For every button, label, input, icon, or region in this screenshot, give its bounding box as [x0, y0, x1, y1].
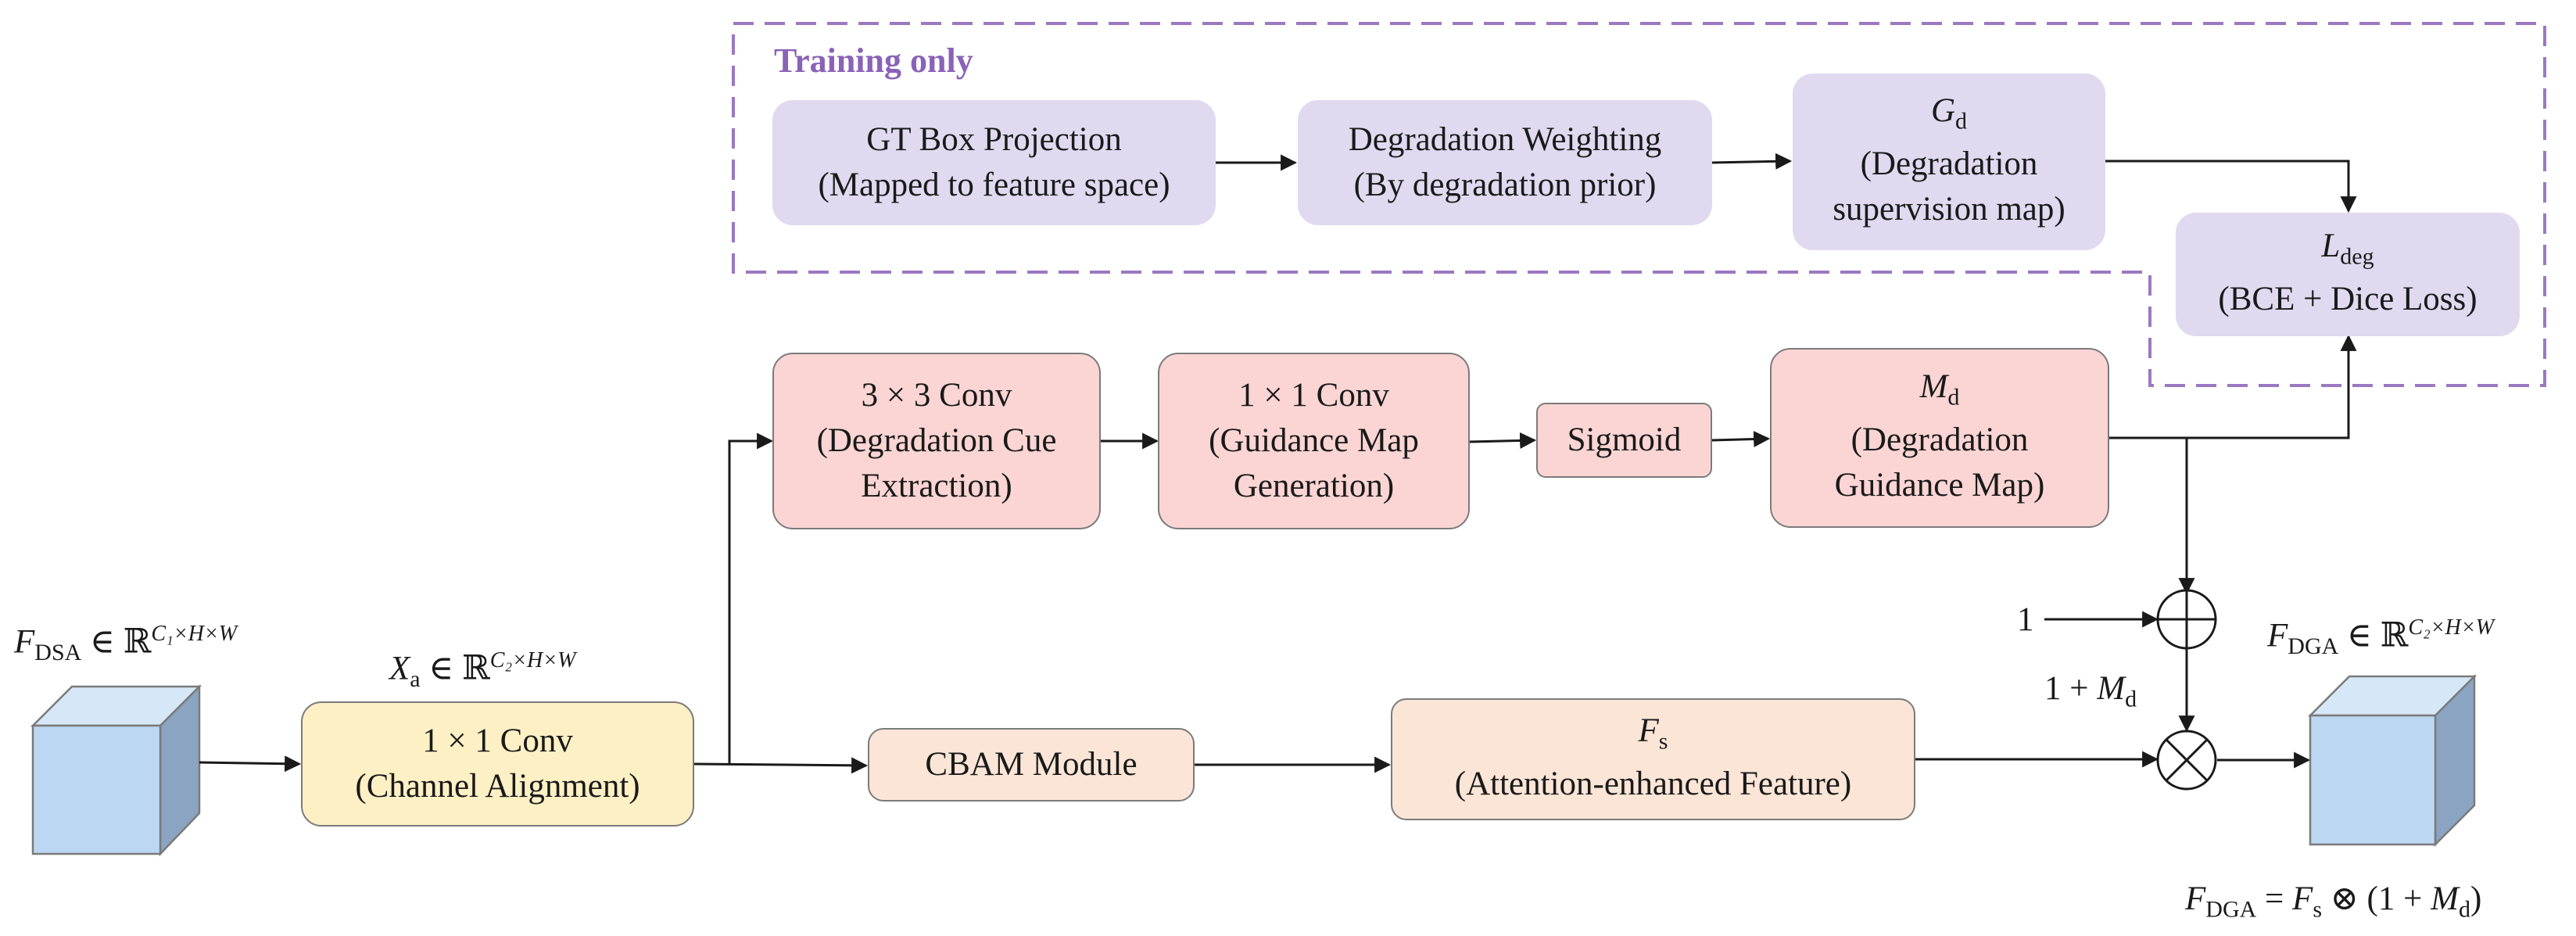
gd-line3: supervision map): [1833, 190, 2065, 228]
edge-input-to-align: [199, 755, 302, 773]
conv1-guid-line3: Generation): [1233, 468, 1395, 504]
md-guidance-map-node: Md (Degradation Guidance Map): [1770, 348, 2109, 528]
align-line1: 1 × 1 Conv: [422, 723, 573, 759]
one-plus-md-label: 1 + Md: [2044, 670, 2137, 712]
deg-weight-line1: Degradation Weighting: [1348, 121, 1662, 158]
deg-weight-line2: (By degradation prior): [1353, 167, 1657, 203]
fdga-dim-label: FDGA ∈ ℝC₂×H×W: [2267, 615, 2495, 659]
edge-weight-to-gd: [1711, 152, 1793, 170]
fdsa-label: FDSA ∈ ℝC₁×H×W: [14, 622, 238, 665]
md-line2: (Degradation: [1850, 421, 2029, 458]
md-line3: Guidance Map): [1834, 466, 2045, 504]
gt-box-line1: GT Box Projection: [866, 121, 1122, 158]
edge-sigmoid-to-md: [1711, 431, 1771, 448]
conv3x3-node: 3 × 3 Conv (Degradation Cue Extraction): [772, 353, 1101, 529]
align-line2: (Channel Alignment): [355, 768, 640, 805]
conv3-line2: (Degradation Cue: [816, 422, 1057, 459]
training-region-border: [732, 22, 2546, 387]
gt-box-projection-node: GT Box Projection (Mapped to feature spa…: [772, 100, 1216, 225]
xa-label: Xa ∈ ℝC₂×H×W: [389, 648, 576, 692]
conv1-guid-line2: (Guidance Map: [1209, 422, 1419, 459]
conv1x1-guidance-node: 1 × 1 Conv (Guidance Map Generation): [1158, 353, 1470, 529]
input-feature-cube: [30, 683, 202, 857]
output-feature-cube: [2307, 673, 2477, 848]
ldeg-loss-node: Ldeg (BCE + Dice Loss): [2176, 213, 2520, 336]
add-operator: [2156, 589, 2217, 650]
gd-symbol: Gd: [1930, 92, 1968, 134]
output-formula-label: FDGA = Fs ⊗ (1 + Md): [2185, 880, 2482, 923]
degradation-weighting-node: Degradation Weighting (By degradation pr…: [1298, 100, 1712, 225]
ldeg-line2: (BCE + Dice Loss): [2218, 280, 2477, 317]
cbam-module-node: CBAM Module: [868, 728, 1195, 802]
ldeg-symbol: Ldeg: [2321, 228, 2374, 270]
edge-align-to-conv3: [728, 432, 774, 764]
edge-conv1-to-sigmoid: [1469, 432, 1537, 449]
gd-line2: (Degradation: [1860, 145, 2038, 182]
edge-gd-to-ldeg: [2105, 160, 2357, 213]
conv1-guid-line1: 1 × 1 Conv: [1238, 377, 1389, 414]
fs-line2: (Attention-enhanced Feature): [1454, 765, 1852, 802]
conv3-line1: 3 × 3 Conv: [861, 377, 1012, 414]
fs-symbol: Fs: [1638, 712, 1668, 755]
gt-box-line2: (Mapped to feature space): [818, 167, 1170, 203]
conv1x1-alignment-node: 1 × 1 Conv (Channel Alignment): [301, 701, 694, 827]
cbam-label: CBAM Module: [925, 746, 1138, 783]
conv3-line3: Extraction): [861, 468, 1012, 504]
multiply-operator: [2156, 730, 2217, 791]
md-symbol: Md: [1919, 368, 1960, 411]
one-input-label: 1: [2017, 601, 2034, 638]
sigmoid-label: Sigmoid: [1567, 421, 1682, 458]
fs-feature-node: Fs (Attention-enhanced Feature): [1391, 698, 1915, 820]
sigmoid-node: Sigmoid: [1536, 403, 1712, 478]
edge-md-to-ldeg: [2109, 334, 2357, 439]
training-only-title: Training only: [774, 41, 973, 80]
gd-supervision-node: Gd (Degradation supervision map): [1793, 74, 2105, 250]
edge-align-to-cbam: [693, 757, 869, 774]
